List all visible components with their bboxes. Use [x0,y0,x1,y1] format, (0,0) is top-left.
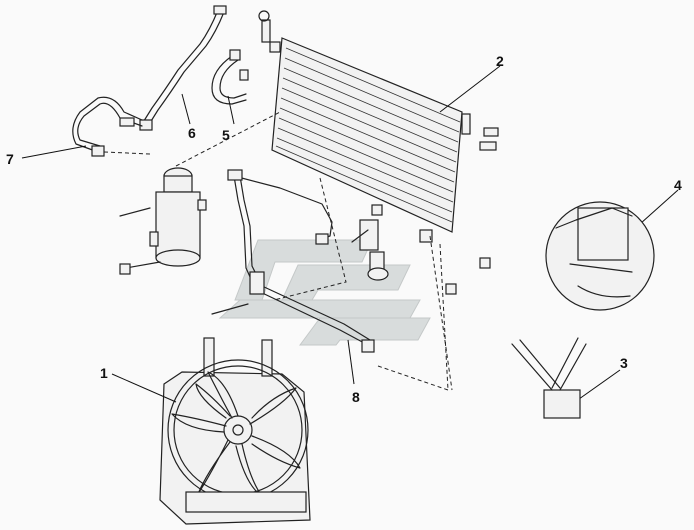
receiver-drier [119,167,207,275]
callout-4: 4 [674,177,682,193]
callout-5: 5 [222,127,230,143]
callout-2: 2 [496,53,504,69]
assembly-guide-lines [175,111,453,391]
pressure-switch-assembly [351,219,491,295]
callout-1: 1 [100,365,108,381]
callout-8: 8 [352,389,360,405]
callout-7: 7 [6,151,14,167]
inset-detail-4 [545,201,655,311]
callout-3: 3 [620,355,628,371]
hose-5 [211,49,249,105]
callout-numbers: 1 2 3 4 5 6 7 8 [6,53,682,405]
callout-6: 6 [188,125,196,141]
hose-6 [139,5,270,131]
pipe-7 [72,96,151,157]
relay-3 [511,337,587,419]
condenser [261,19,499,243]
pipe-8 [211,169,375,353]
fan-assembly [159,337,311,525]
